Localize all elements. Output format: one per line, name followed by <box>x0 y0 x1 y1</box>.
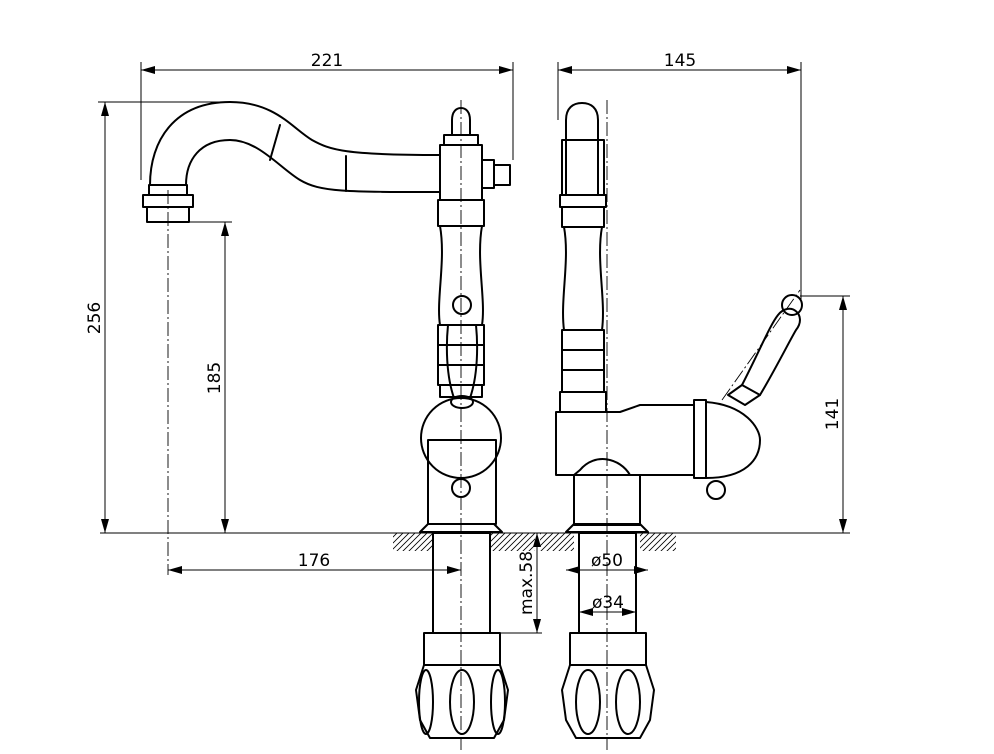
front-spout <box>142 101 441 223</box>
side-body <box>555 399 761 533</box>
dim-total-height: 256 <box>85 101 230 533</box>
dim-spout-height: 185 <box>189 221 232 533</box>
side-view <box>540 100 803 750</box>
dim-base-diameter: ø50 <box>566 551 648 574</box>
front-handle <box>445 295 479 409</box>
front-mount <box>393 532 535 739</box>
dim-max-thickness: max.58 <box>500 533 542 634</box>
dim-label-145: 145 <box>664 51 696 71</box>
dim-front-width: 221 <box>140 51 514 180</box>
side-handle <box>721 289 803 406</box>
dim-label-176: 176 <box>298 551 330 571</box>
dim-label-d50: ø50 <box>591 551 623 571</box>
dim-label-185: 185 <box>205 362 225 394</box>
dim-label-d34: ø34 <box>592 593 624 613</box>
dim-handle-height: 141 <box>800 295 850 533</box>
dim-spout-reach: 176 <box>168 551 461 574</box>
dim-label-256: 256 <box>85 302 105 334</box>
front-view <box>142 100 535 750</box>
front-column <box>437 107 511 398</box>
dim-label-221: 221 <box>311 51 343 71</box>
dim-label-141: 141 <box>823 398 843 430</box>
dim-hole-diameter: ø34 <box>579 593 636 616</box>
side-column <box>559 102 607 413</box>
dim-side-width: 145 <box>557 51 802 300</box>
dim-label-max58: max.58 <box>517 551 537 615</box>
